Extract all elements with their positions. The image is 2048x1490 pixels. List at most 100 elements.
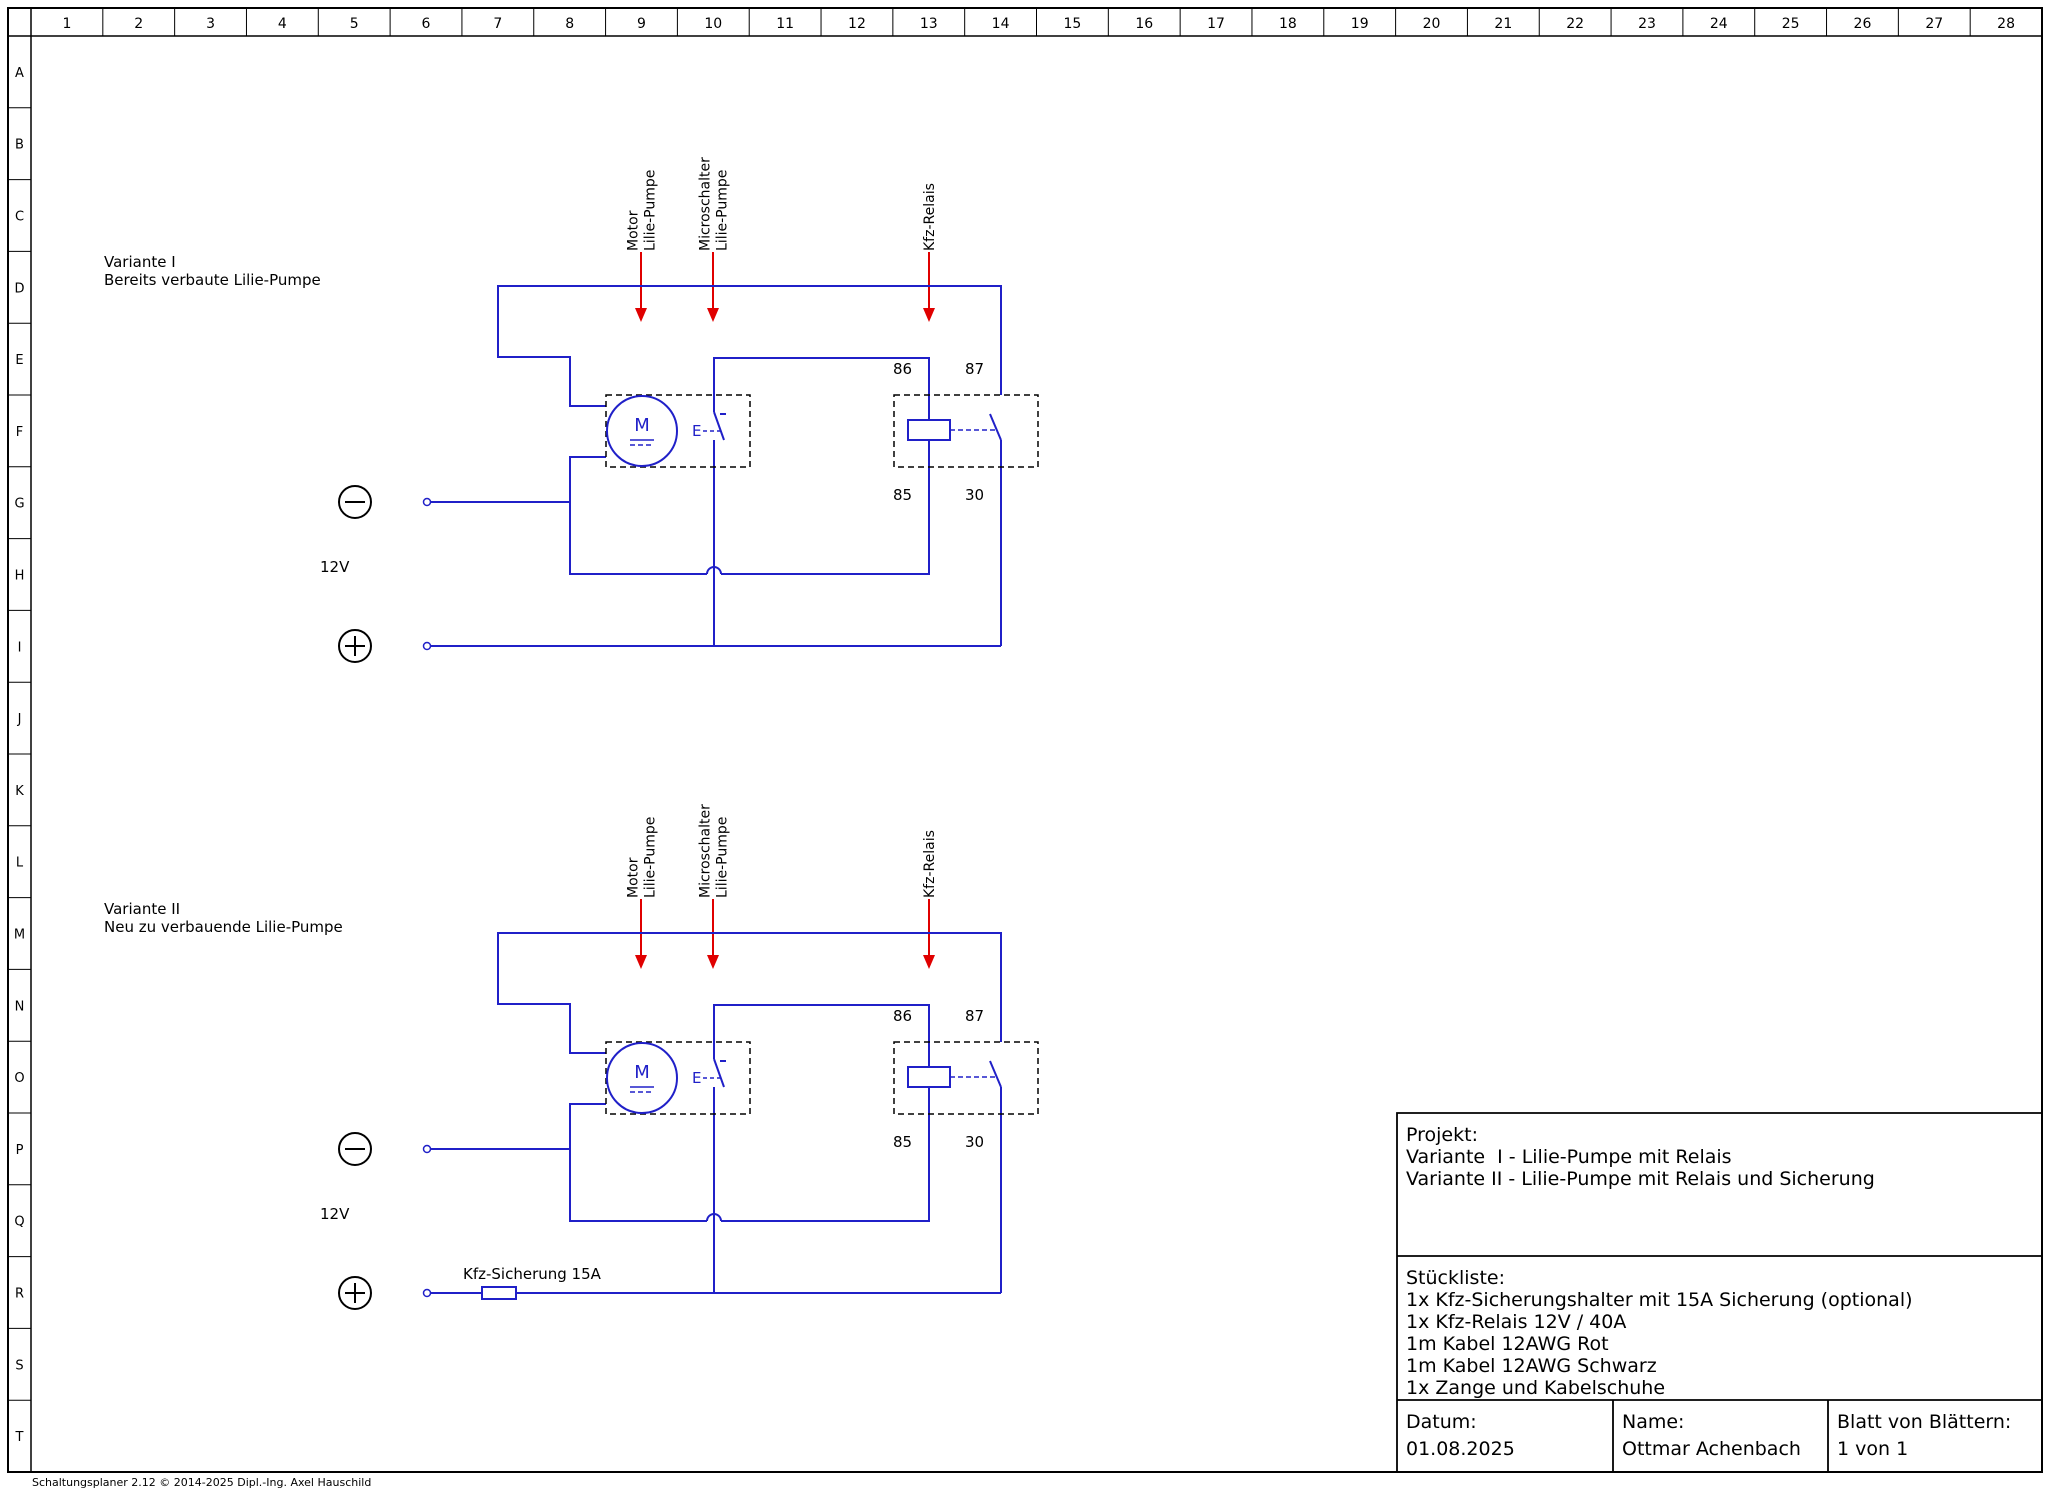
- switch-label: Microschalter: [698, 157, 714, 251]
- stueckliste-item: 1x Kfz-Sicherungshalter mit 15A Sicherun…: [1406, 1289, 1913, 1311]
- wire-to-85: [721, 1087, 930, 1222]
- row-label: R: [15, 1287, 24, 1302]
- projekt-heading: Projekt:: [1406, 1124, 1478, 1146]
- minus-terminal-icon: [338, 1132, 372, 1166]
- column-label: 25: [1782, 16, 1800, 32]
- signal-arrow-head: [923, 955, 935, 969]
- row-label: L: [16, 856, 24, 871]
- outer-border: [7, 7, 2043, 1473]
- title-block-border: [1396, 1112, 2042, 1472]
- row-label: G: [14, 497, 24, 512]
- column-label: 5: [350, 16, 359, 32]
- row-label: P: [16, 1143, 24, 1158]
- row-label: S: [15, 1358, 23, 1373]
- datum-label: Datum:: [1406, 1411, 1477, 1433]
- relay-label: Kfz-Relais: [922, 830, 938, 898]
- wire-motor-to-ground: [569, 456, 707, 575]
- motor-icon: [606, 1042, 678, 1114]
- column-label: 24: [1710, 16, 1728, 32]
- row-label: D: [14, 281, 24, 296]
- row-label: N: [15, 999, 25, 1014]
- column-label: 1: [62, 16, 71, 32]
- row-label: T: [15, 1430, 24, 1445]
- variant-subtitle: Neu zu verbauende Lilie-Pumpe: [104, 918, 343, 936]
- row-label: H: [15, 569, 25, 584]
- column-label: 3: [206, 16, 215, 32]
- connector-dot: [422, 1288, 432, 1298]
- row-label: E: [15, 353, 23, 368]
- fuse-label: Kfz-Sicherung 15A: [463, 1265, 602, 1283]
- variant-subtitle: Bereits verbaute Lilie-Pumpe: [104, 271, 321, 289]
- relay-label: Kfz-Relais: [922, 183, 938, 251]
- switch-symbol-letter: E: [692, 1069, 701, 1087]
- wire-top-loop: [497, 932, 1002, 1054]
- column-label: 12: [848, 16, 866, 32]
- wire-top-loop: [497, 285, 1002, 407]
- column-label: 14: [992, 16, 1010, 32]
- motor-symbol-letter: M: [634, 1062, 650, 1083]
- column-label: 22: [1566, 16, 1584, 32]
- column-label: 10: [704, 16, 722, 32]
- relay-pin-87: 87: [965, 360, 984, 378]
- stueckliste-heading: Stückliste:: [1406, 1267, 1505, 1289]
- row-label: A: [15, 66, 24, 81]
- column-label: 27: [1925, 16, 1943, 32]
- switch-label: Microschalter: [698, 804, 714, 898]
- signal-arrow-head: [707, 308, 719, 322]
- motor-symbol-letter: M: [634, 415, 650, 436]
- relay-coil-icon: [907, 419, 951, 441]
- stueckliste-item: 1m Kabel 12AWG Rot: [1406, 1333, 1609, 1355]
- signal-arrow-head: [635, 308, 647, 322]
- datum-value: 01.08.2025: [1406, 1438, 1515, 1460]
- wire-switch-to-86: [713, 357, 930, 412]
- footer-copyright: Schaltungsplaner 2.12 © 2014-2025 Dipl.-…: [32, 1476, 372, 1489]
- row-label: Q: [14, 1215, 24, 1230]
- fuse-symbol: [481, 1286, 517, 1300]
- row-label: I: [18, 640, 22, 655]
- column-label: 9: [637, 16, 646, 32]
- name-value: Ottmar Achenbach: [1622, 1438, 1801, 1460]
- stueckliste-item: 1x Kfz-Relais 12V / 40A: [1406, 1311, 1627, 1333]
- relay-pin-85: 85: [893, 1133, 912, 1151]
- column-label: 8: [565, 16, 574, 32]
- column-label: 21: [1494, 16, 1512, 32]
- column-label: 18: [1279, 16, 1297, 32]
- variant-title: Variante II: [104, 900, 180, 918]
- row-label: O: [14, 1071, 24, 1086]
- motor-label: Motor: [626, 857, 642, 898]
- relay-pin-86: 86: [893, 360, 912, 378]
- row-label: K: [15, 784, 24, 799]
- voltage-label: 12V: [320, 1205, 350, 1223]
- switch-contact: [713, 1058, 725, 1088]
- relay-coil-icon: [907, 1066, 951, 1088]
- title-block-frame: [1396, 1112, 2042, 1472]
- column-label: 6: [422, 16, 431, 32]
- row-label: F: [16, 425, 23, 440]
- column-label: 20: [1423, 16, 1441, 32]
- blatt-label: Blatt von Blättern:: [1837, 1411, 2012, 1433]
- relay-pin-87: 87: [965, 1007, 984, 1025]
- column-label: 2: [134, 16, 143, 32]
- name-label: Name:: [1622, 1411, 1685, 1433]
- column-label: 11: [776, 16, 794, 32]
- switch-contact: [713, 411, 725, 441]
- relay-pin-30: 30: [965, 1133, 984, 1151]
- row-label: J: [17, 712, 22, 727]
- row-label: B: [15, 138, 24, 153]
- switch-symbol-letter: E: [692, 422, 701, 440]
- column-label: 7: [493, 16, 502, 32]
- row-label: C: [15, 210, 24, 225]
- column-label: 23: [1638, 16, 1656, 32]
- column-label: 17: [1207, 16, 1225, 32]
- motor-label: Lilie-Pumpe: [643, 170, 659, 251]
- row-label: M: [14, 928, 25, 943]
- projekt-line-2: Variante II - Lilie-Pumpe mit Relais und…: [1406, 1168, 1875, 1190]
- wire-switch-to-86: [713, 1004, 930, 1059]
- column-label: 19: [1351, 16, 1369, 32]
- column-label: 13: [920, 16, 938, 32]
- connector-dot: [422, 497, 432, 507]
